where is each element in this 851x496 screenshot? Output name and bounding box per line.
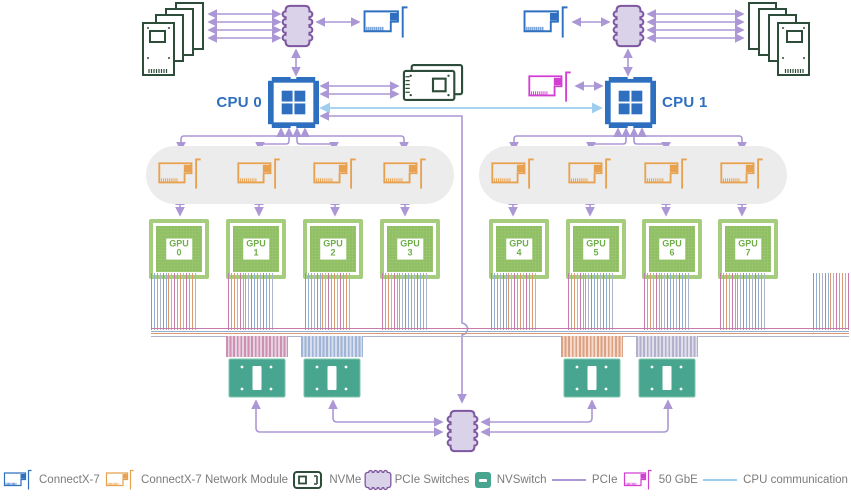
legend-label: 50 GbE bbox=[658, 474, 698, 486]
legend-item-pcie: PCIe bbox=[551, 474, 618, 486]
cpu0-chip-icon bbox=[268, 77, 319, 128]
network-module-icon bbox=[567, 157, 613, 191]
pcie-line-icon bbox=[551, 479, 586, 481]
nvme-icon bbox=[293, 470, 323, 490]
50gbe-card-icon bbox=[623, 469, 652, 491]
nvme-stack-left-icon bbox=[140, 2, 206, 78]
network-module-icon bbox=[312, 157, 358, 191]
network-module-icon bbox=[236, 157, 282, 191]
nvswitch-2-wire-funnel bbox=[561, 336, 623, 357]
nvme-card-middle-icon bbox=[402, 63, 464, 104]
nvswitch-2-chip-icon bbox=[563, 358, 621, 398]
legend-item-network-module: ConnectX-7 Network Module bbox=[105, 469, 288, 491]
legend-label: PCIe bbox=[591, 474, 618, 486]
nvme-stack-right-icon bbox=[746, 2, 812, 78]
nvlink-bus-orange bbox=[151, 333, 849, 334]
connectx7-card-left-icon bbox=[362, 5, 410, 40]
network-module-card-icon bbox=[105, 469, 135, 491]
legend-item-cpu-communication: CPU communication bbox=[703, 474, 848, 486]
nvlink-bus-blue bbox=[151, 330, 849, 332]
network-module-tray-right bbox=[479, 146, 787, 204]
legend-item-50gbe: 50 GbE bbox=[623, 469, 698, 491]
connectx7-card-right-icon bbox=[522, 5, 570, 40]
legend-item-connectx7: ConnectX-7 bbox=[3, 469, 100, 491]
pcie-switch-top-right-icon bbox=[612, 4, 645, 48]
cpu1-label: CPU 1 bbox=[662, 94, 708, 111]
nvlink-bus-pink bbox=[151, 328, 849, 329]
legend-item-nvswitch: NVSwitch bbox=[474, 472, 547, 488]
nvswitch-3-chip-icon bbox=[638, 358, 696, 398]
connectx7-card-icon bbox=[3, 469, 33, 491]
network-module-icon bbox=[490, 157, 536, 191]
pcie-switch-bottom-icon bbox=[446, 408, 479, 454]
pcie-switch-top-left-icon bbox=[281, 4, 314, 48]
nvswitch-3-wire-funnel bbox=[636, 336, 698, 357]
legend-item-pcie-switches: PCIe Switches bbox=[364, 466, 470, 494]
pcie-switch-icon bbox=[364, 469, 392, 491]
legend-label: ConnectX-7 Network Module bbox=[141, 474, 289, 486]
legend: ConnectX-7 ConnectX-7 Network Module NVM… bbox=[0, 466, 851, 494]
network-module-icon bbox=[157, 157, 203, 191]
legend-label: ConnectX-7 bbox=[39, 474, 100, 486]
legend-label: CPU communication bbox=[743, 474, 848, 486]
cpu0-label: CPU 0 bbox=[216, 94, 262, 111]
nvswitch-1-chip-icon bbox=[303, 358, 361, 398]
nvswitch-0-wire-funnel bbox=[226, 336, 288, 357]
network-module-icon bbox=[643, 157, 689, 191]
legend-label: PCIe Switches bbox=[394, 474, 470, 486]
network-module-tray-left bbox=[146, 146, 454, 204]
50gbe-card-icon bbox=[527, 70, 573, 104]
legend-item-nvme: NVMe bbox=[293, 470, 361, 490]
network-module-icon bbox=[382, 157, 428, 191]
nvswitch-icon bbox=[474, 472, 491, 488]
legend-label: NVSwitch bbox=[496, 474, 547, 486]
nvswitch-0-chip-icon bbox=[228, 358, 286, 398]
legend-label: NVMe bbox=[329, 474, 362, 486]
network-module-icon bbox=[719, 157, 765, 191]
nvswitch-1-wire-funnel bbox=[301, 336, 363, 357]
cpu-communication-line-icon bbox=[703, 479, 738, 481]
cpu1-chip-icon bbox=[605, 77, 656, 128]
nvlink-bus-gray bbox=[151, 335, 849, 337]
